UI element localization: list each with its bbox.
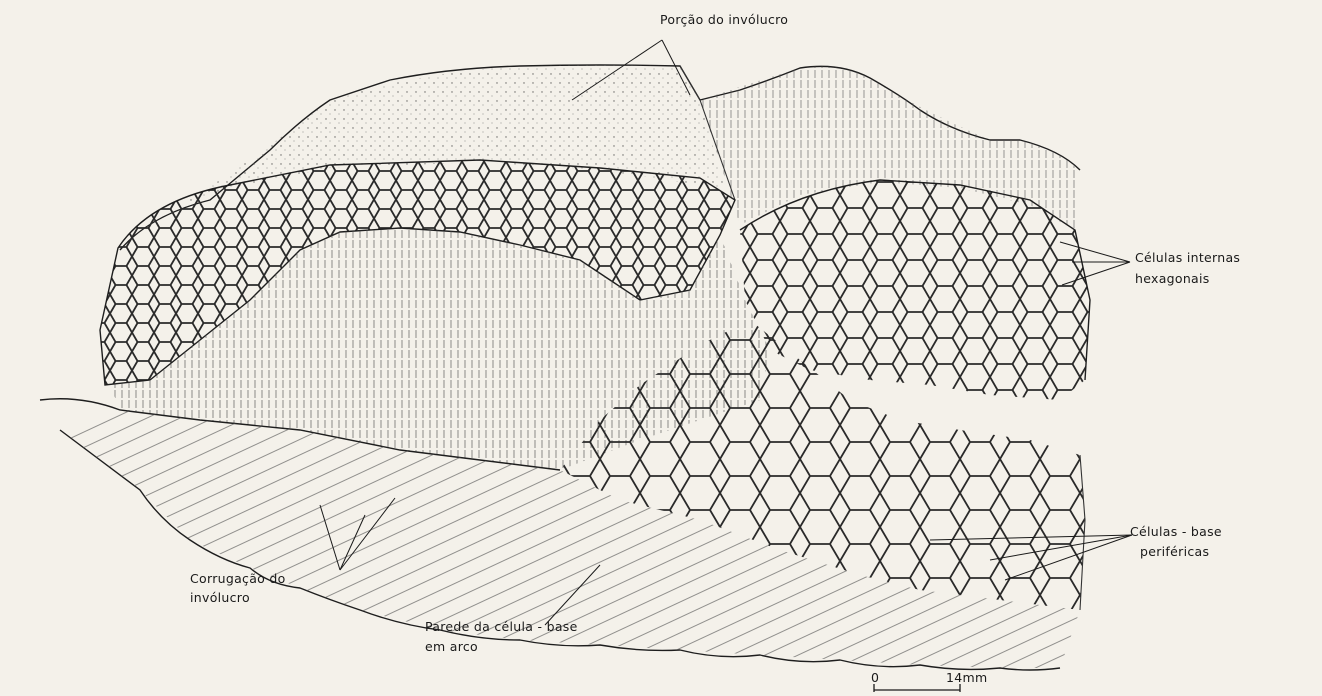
label-base-wall-line2: em arco bbox=[425, 639, 478, 654]
label-corrugation-line2: invólucro bbox=[190, 590, 250, 605]
scale-bar-end: 14mm bbox=[946, 670, 987, 685]
scale-bar-start: 0 bbox=[871, 670, 879, 685]
label-base-cells-line1: Células - base bbox=[1130, 524, 1222, 539]
label-envelope-portion: Porção do invólucro bbox=[660, 12, 788, 27]
scale-bar: 0 14mm bbox=[871, 670, 987, 692]
label-base-wall-line1: Parede da célula - base bbox=[425, 619, 578, 634]
label-internal-cells-line1: Células internas bbox=[1135, 250, 1240, 265]
label-base-cells-line2: periféricas bbox=[1140, 544, 1209, 559]
label-internal-cells-line2: hexagonais bbox=[1135, 271, 1210, 286]
label-corrugation-line1: Corrugação do bbox=[190, 571, 286, 586]
